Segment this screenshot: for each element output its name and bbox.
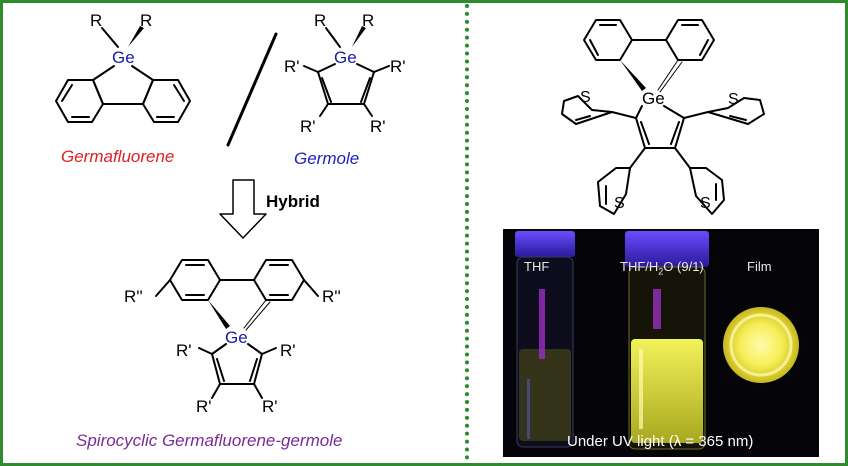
atom-ge-right: Ge <box>642 89 665 108</box>
photo-label-film: Film <box>747 259 772 274</box>
label-spiro: Spirocyclic Germafluorene-germole <box>76 431 342 450</box>
vial-thf <box>515 231 575 448</box>
sub-rp-1: R' <box>284 57 300 76</box>
sub-rp-7: R' <box>196 397 212 416</box>
hybrid-arrow <box>219 179 267 239</box>
panel-divider <box>465 4 469 460</box>
sub-rp-6: R' <box>280 341 296 360</box>
label-germafluorene: Germafluorene <box>61 147 174 166</box>
thienyl-spiro-structure <box>561 19 765 215</box>
sub-rpp-2: R'' <box>322 287 341 306</box>
sub-rp-8: R' <box>262 397 278 416</box>
atom-ge-germafluorene: Ge <box>112 48 135 67</box>
sub-r-4: R <box>362 11 374 30</box>
slash-separator <box>226 32 278 147</box>
photo-label-thf-water: THF/H2O (9/1) <box>620 259 704 277</box>
germafluorene-structure <box>55 26 191 123</box>
atom-s-4: S <box>700 195 711 212</box>
label-hybrid: Hybrid <box>266 192 320 211</box>
atom-ge-germole: Ge <box>334 48 357 67</box>
atom-ge-spiro: Ge <box>225 328 248 347</box>
spiro-structure <box>155 259 319 399</box>
sub-rp-4: R' <box>370 117 386 136</box>
germole-structure <box>303 26 390 117</box>
sub-r-3: R <box>314 11 326 30</box>
photo-caption: Under UV light (λ = 365 nm) <box>567 433 754 450</box>
sub-r-1: R <box>90 11 102 30</box>
sub-r-2: R <box>140 11 152 30</box>
atom-s-2: S <box>728 91 739 108</box>
atom-s-3: S <box>614 195 625 212</box>
sub-rpp-1: R'' <box>124 287 143 306</box>
photo-label-thf: THF <box>524 259 550 274</box>
label-germole: Germole <box>294 149 359 168</box>
uv-photo: THF THF/H2O (9/1) Film Under UV light (λ… <box>503 229 819 457</box>
sub-rp-5: R' <box>176 341 192 360</box>
uv-photo-scene <box>515 231 799 450</box>
sub-rp-2: R' <box>390 57 406 76</box>
vial-thf-water <box>625 231 709 450</box>
atom-s-1: S <box>580 89 591 106</box>
film-disk <box>723 307 799 383</box>
sub-rp-3: R' <box>300 117 316 136</box>
